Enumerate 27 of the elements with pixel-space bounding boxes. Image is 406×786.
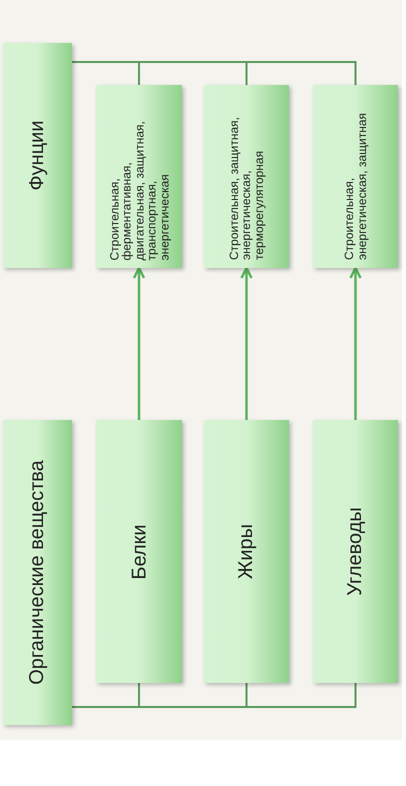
function-list-text: Строительная, защитная, энергетическая, терморегуляторная [228,116,266,262]
category-box [313,420,398,683]
category-box [204,420,289,683]
connector-line [138,683,140,707]
category-label: Жиры [235,522,258,582]
connector-line [72,706,356,708]
function-box [313,85,398,268]
connector-line [354,683,356,707]
connector-line [246,62,248,85]
category-label: Органические вещества [26,459,49,687]
category-box [3,420,72,725]
arrow [132,266,146,420]
category-box [96,420,182,683]
arrow [240,266,253,420]
function-list-text: Строительная, ферментативная, двигательная, защитная, транспортная, энергетическая [108,120,170,262]
connector-line [354,62,356,85]
function-box [96,85,182,268]
category-label: Фунции [26,119,49,193]
category-label: Белки [128,522,150,582]
function-list-text: Строительная, энергетическая, защитная [343,112,368,262]
category-box [3,43,72,268]
connector-line [72,61,356,63]
connector-line [138,62,140,85]
function-box [204,85,289,268]
category-label: Углеводы [344,506,367,598]
connector-line [246,683,248,707]
arrow [349,266,362,420]
